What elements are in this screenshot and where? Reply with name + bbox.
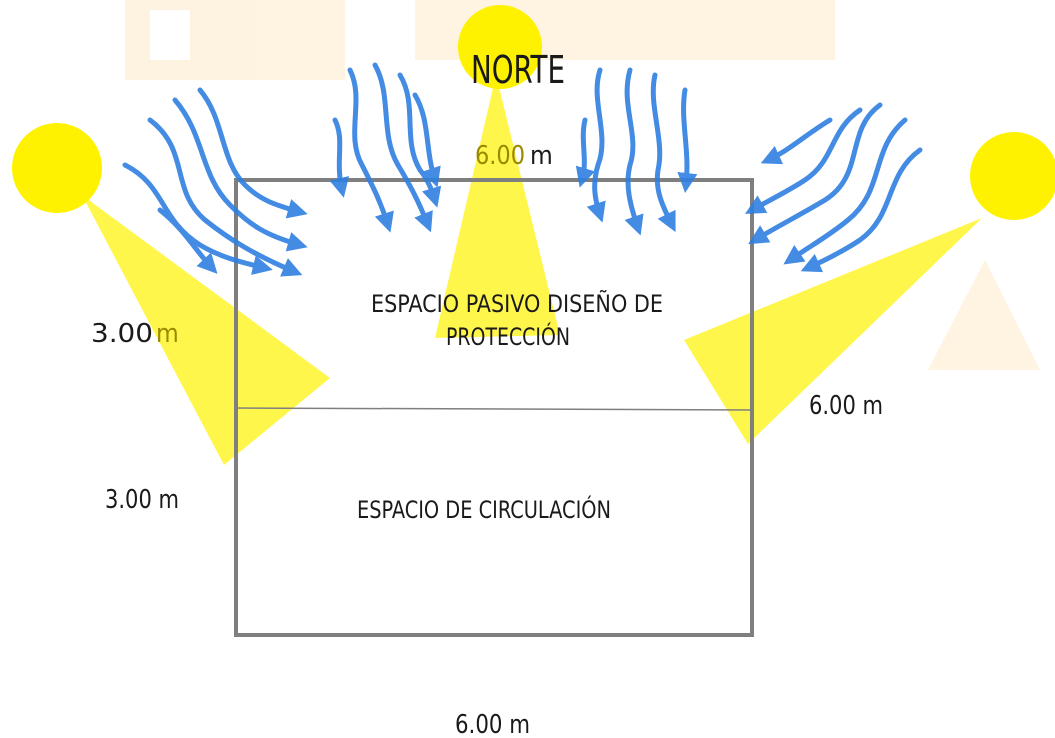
lower-space-label: ESPACIO DE CIRCULACIÓN bbox=[357, 494, 611, 524]
left-upper-dimension-unit: m bbox=[156, 319, 179, 349]
wind-arrow-icon bbox=[575, 117, 596, 188]
top-dimension-unit: m bbox=[530, 141, 553, 171]
left-upper-dimension-value: 3.00 bbox=[91, 319, 153, 349]
sun-icon bbox=[458, 5, 542, 89]
north-label: NORTE bbox=[471, 48, 565, 92]
east-sun-ray bbox=[684, 218, 982, 444]
wind-arrow-icon bbox=[745, 107, 863, 214]
right-dimension: 6.00 m bbox=[809, 391, 883, 421]
sun-icon bbox=[970, 132, 1055, 220]
left-lower-dimension: 3.00 m bbox=[105, 485, 179, 515]
wind-arrow-icon bbox=[122, 162, 273, 275]
west-sun-ray bbox=[82, 195, 330, 465]
wind-arrow-icon bbox=[748, 102, 883, 245]
wind-arrow-icon bbox=[329, 117, 350, 198]
space-divider-line bbox=[235, 407, 753, 411]
wind-arrow-icon bbox=[800, 147, 923, 273]
north-sun-ray bbox=[435, 75, 560, 338]
wind-arrow-icon bbox=[586, 67, 606, 223]
wind-arrow-icon bbox=[172, 97, 308, 252]
wind-arrow-icon bbox=[157, 207, 218, 274]
wind-arrow-icon bbox=[347, 67, 394, 233]
wind-arrow-icon bbox=[677, 87, 698, 193]
wind-arrow-icon bbox=[624, 67, 644, 236]
sun-icons bbox=[12, 5, 1055, 220]
wind-arrow-icon bbox=[412, 92, 441, 188]
upper-space-label-line1: ESPACIO PASIVO DISEÑO DE bbox=[371, 288, 663, 318]
sun-icon bbox=[12, 123, 102, 213]
wind-arrow-icon bbox=[650, 72, 676, 233]
bottom-dimension: 6.00 m bbox=[455, 710, 530, 738]
sun-rays bbox=[82, 75, 982, 465]
wind-arrow-icon bbox=[397, 72, 442, 208]
wind-arrow-icon bbox=[783, 117, 908, 265]
building-outline bbox=[234, 178, 754, 637]
wind-arrow-icon bbox=[372, 62, 433, 233]
building-plan bbox=[234, 178, 754, 637]
wind-arrow-icon bbox=[760, 117, 833, 165]
diagram-labels: NORTE 6.00 m 3.00 m 3.00 m 6.00 m 6.00 m… bbox=[91, 48, 883, 738]
upper-space-label-line2: PROTECCIÓN bbox=[446, 321, 570, 351]
wind-arrows bbox=[122, 62, 923, 277]
wind-arrow-icon bbox=[197, 87, 308, 219]
top-dimension-value: 6.00 bbox=[475, 141, 525, 171]
